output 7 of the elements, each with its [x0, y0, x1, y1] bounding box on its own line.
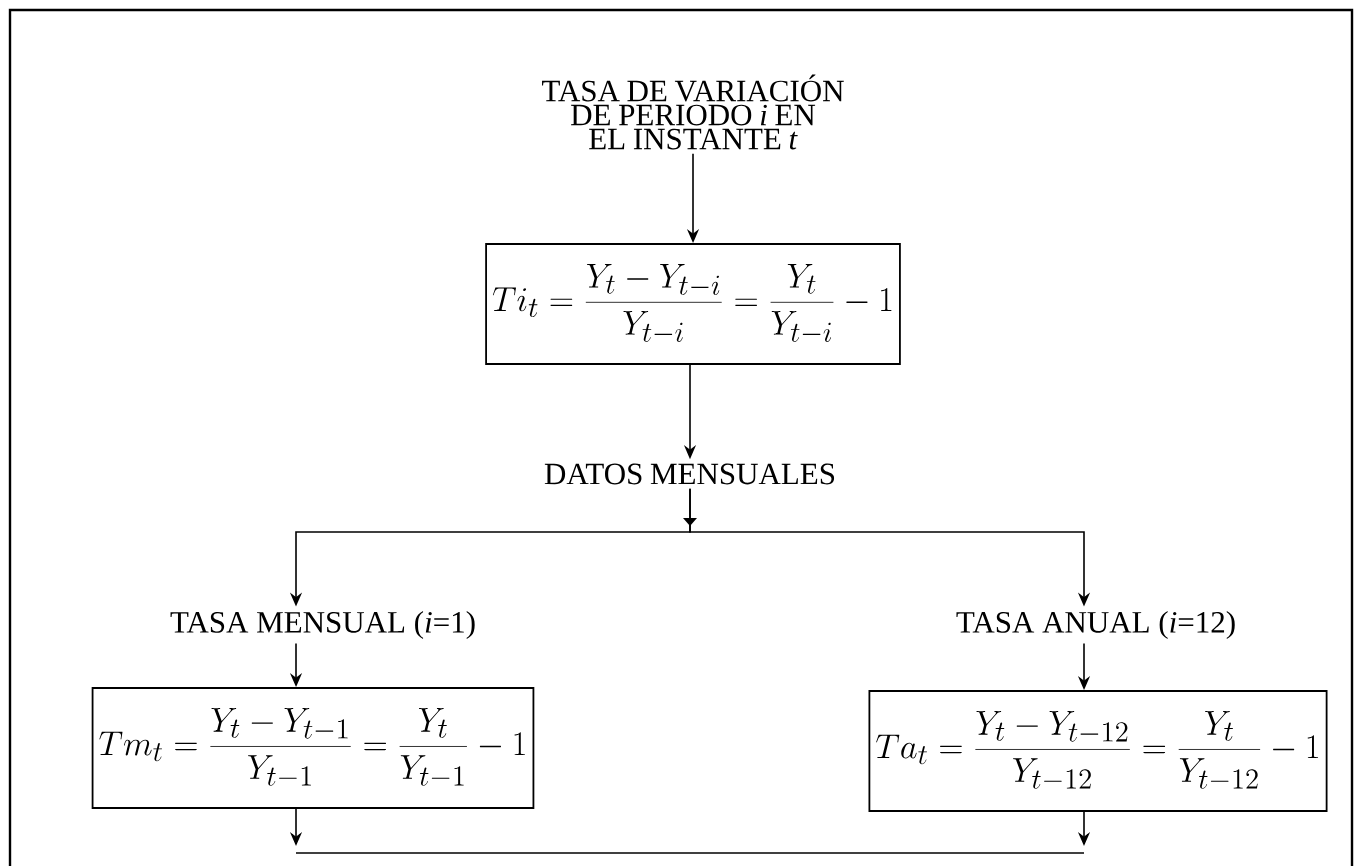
formula-box: $Tm_t = \frac{Y_t - Y_{t-1}}{Y_{t-1}} = \frac{Y_t}{Y_{t-1}} - 1$ — [91, 687, 535, 809]
formula-box: $Ta_t = \frac{Y_t - Y_{t-12}}{Y_{t-12}} = \frac{Y_t}{Y_{t-12}} - 1$ — [868, 690, 1328, 812]
step-label: TASA MENSUAL (i=1) — [170, 610, 475, 640]
step-label: TASA ANUAL (i=12) — [956, 610, 1235, 640]
heading-text: TASA DE VARIACIÓN DE PERIODO i EN EL INSTANTE t — [542, 74, 844, 150]
heading-text: DATOS MENSUALES — [544, 463, 835, 485]
formula-box: $Ti_t = \frac{Y_t - Y_{t-i}}{Y_{t-i}} = \frac{Y_t}{Y_{t-i}} - 1$ — [485, 243, 901, 365]
